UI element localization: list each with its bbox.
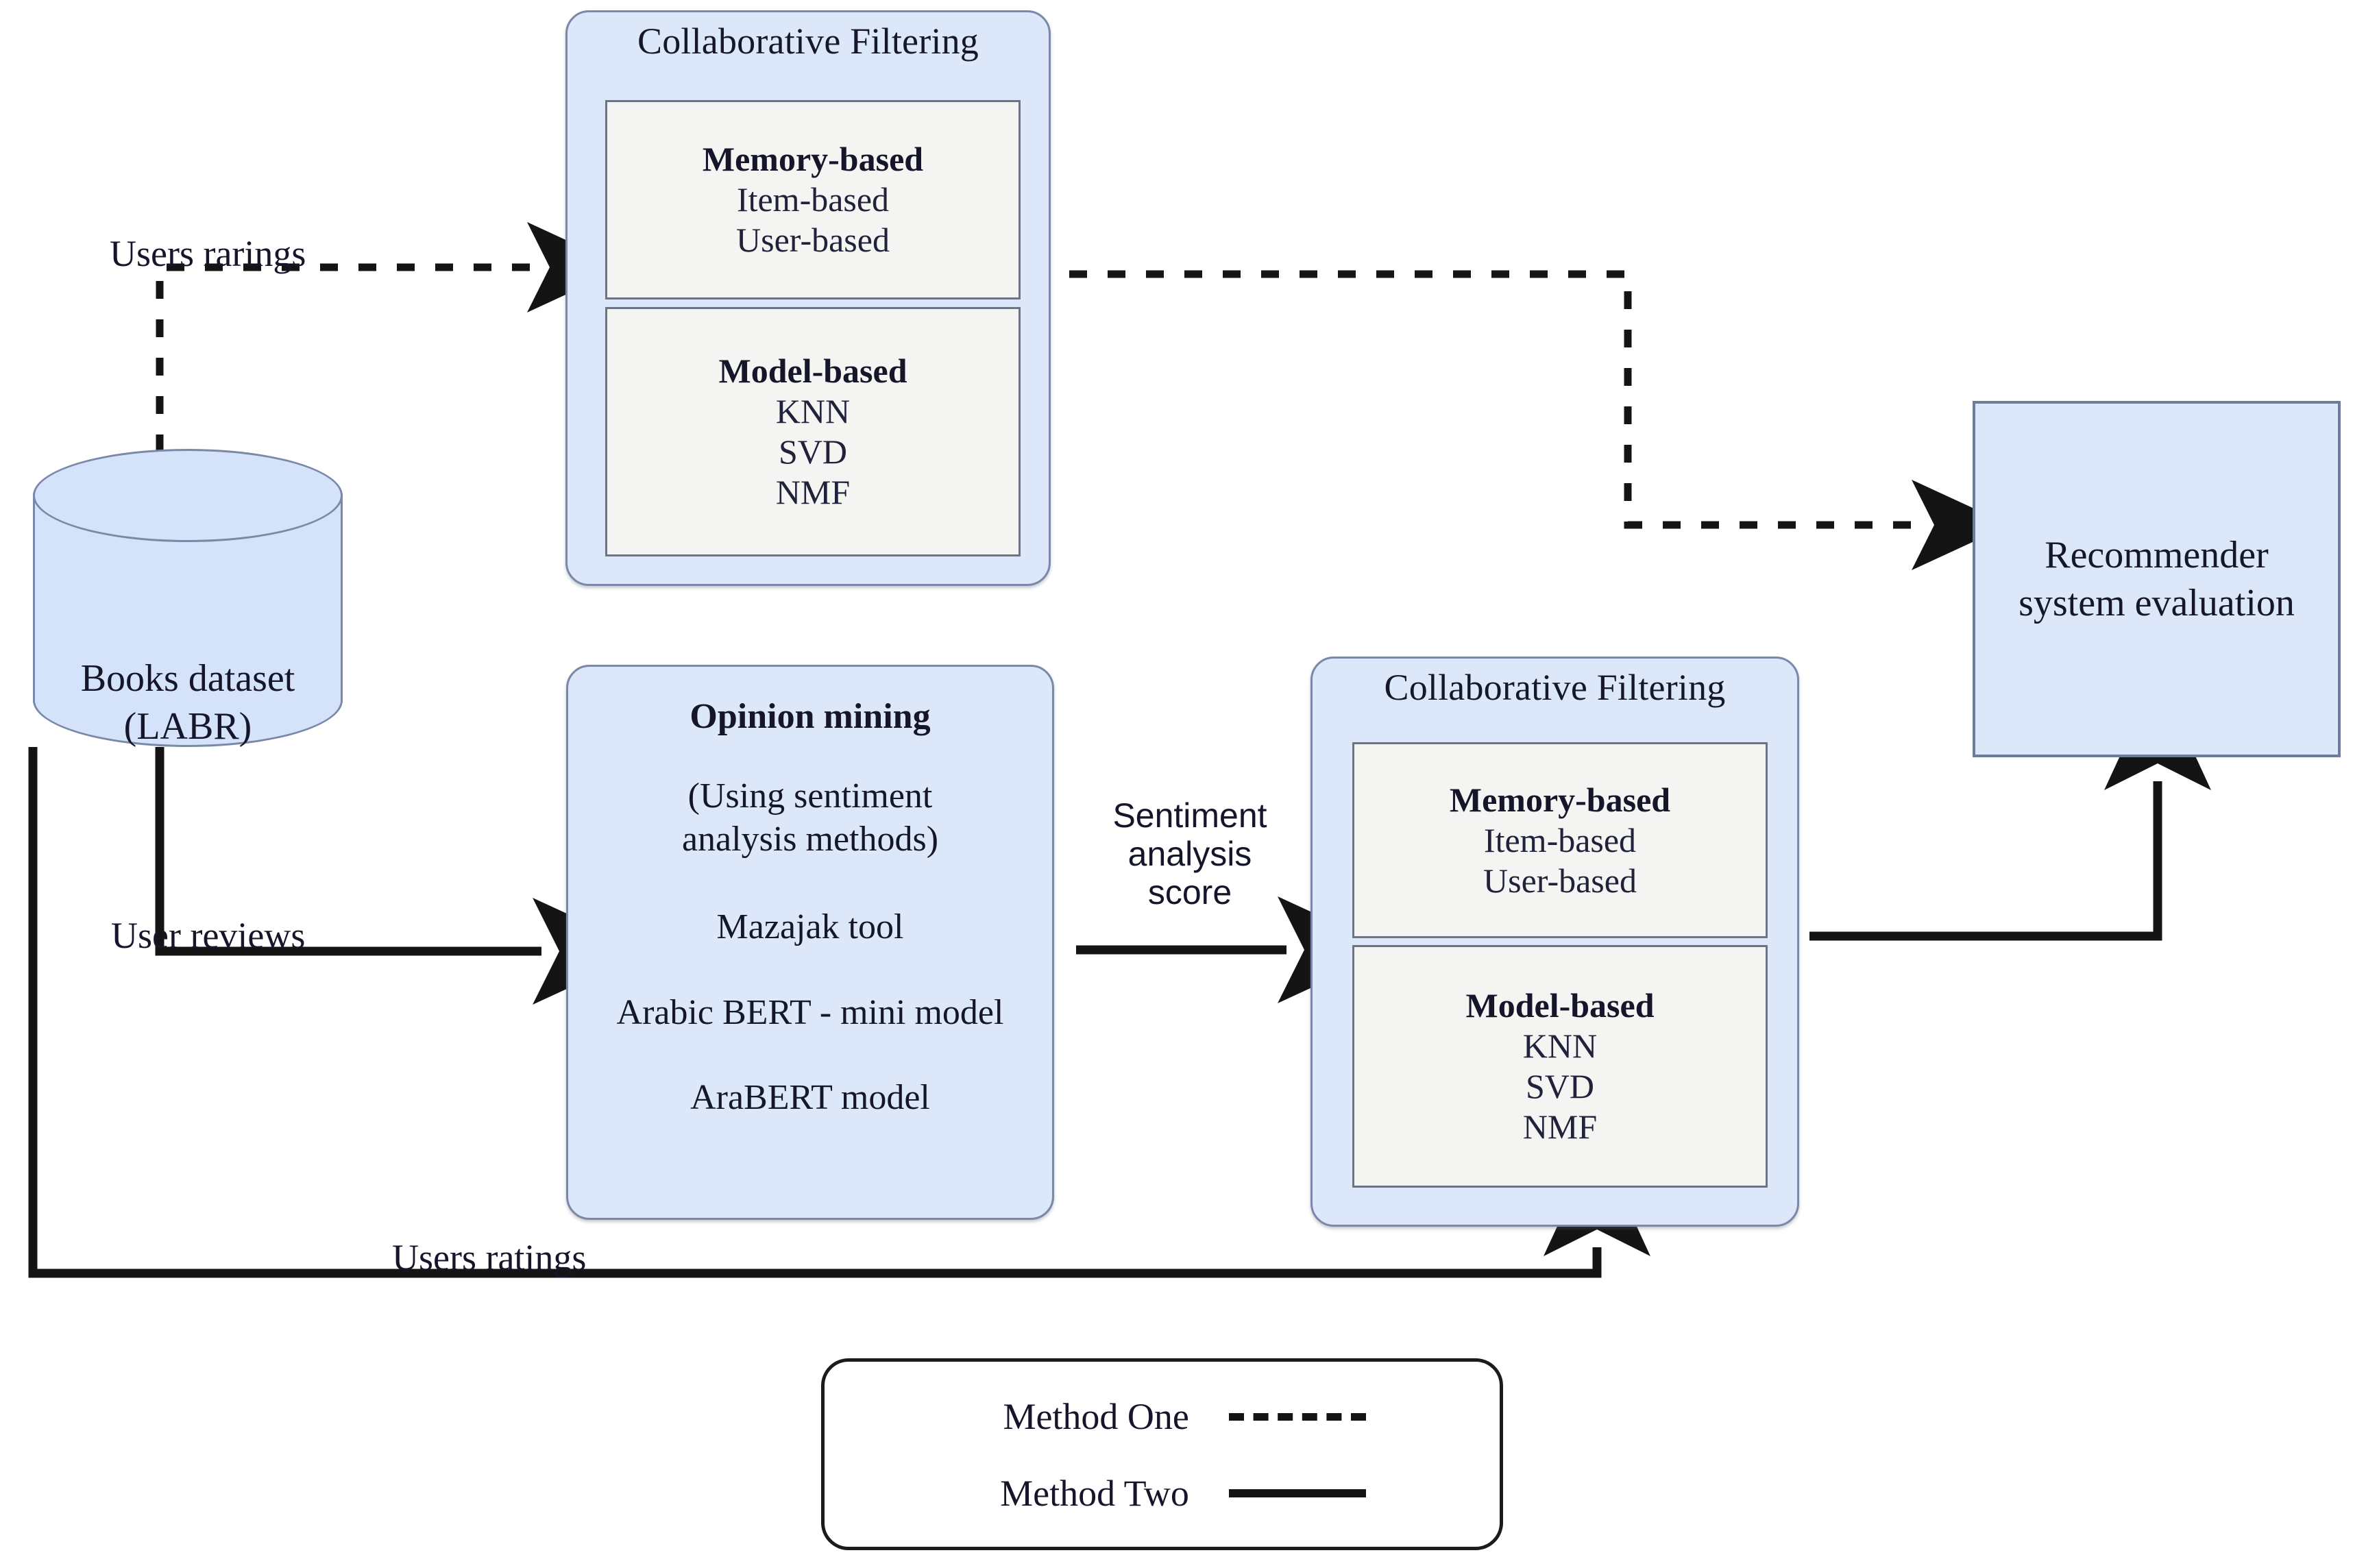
opinion-mining-subtitle-line2: analysis methods)	[681, 819, 939, 859]
cf-top-model-item-0: KNN	[775, 392, 851, 430]
dashed-line-icon	[1228, 1412, 1366, 1421]
cf-top-title: Collaborative Filtering	[637, 21, 979, 62]
edge-cf-bottom-to-evaluation	[1809, 674, 2211, 941]
cf-bottom-memory-based-box[interactable]: Memory-based Item-based User-based	[1352, 742, 1768, 938]
cf-top-memory-based-box[interactable]: Memory-based Item-based User-based	[605, 100, 1021, 299]
legend-row-method-one: Method One	[825, 1389, 1500, 1444]
edge-users-ratings-to-cf-bottom	[28, 747, 1650, 1278]
edge-label-users-ratings-bottom: Users ratings	[392, 1237, 587, 1278]
edge-user-reviews-to-opinion-mining	[155, 747, 648, 1005]
cf-bottom-memory-heading: Memory-based	[1449, 780, 1671, 819]
legend-box[interactable]: Method One Method Two	[821, 1358, 1503, 1550]
cf-bottom-model-item-2: NMF	[1522, 1107, 1598, 1146]
opinion-mining-method-0: Mazajak tool	[716, 907, 904, 947]
legend-label-method-one: Method One	[1003, 1396, 1189, 1437]
cf-bottom-panel[interactable]: Collaborative Filtering Memory-based Ite…	[1310, 657, 1799, 1227]
sentiment-score-line1: Sentiment	[1112, 796, 1267, 835]
opinion-mining-method-2: AraBERT model	[690, 1077, 930, 1117]
legend-swatch-method-one	[1189, 1412, 1500, 1421]
legend-row-method-two: Method Two	[825, 1466, 1500, 1521]
cf-top-memory-heading: Memory-based	[702, 140, 924, 178]
opinion-mining-content: Opinion mining (Using sentiment analysis…	[568, 696, 1052, 1119]
evaluation-line2: system evaluation	[2019, 582, 2295, 624]
books-dataset-label-line2: (LABR)	[123, 705, 252, 748]
opinion-mining-panel[interactable]: Opinion mining (Using sentiment analysis…	[566, 665, 1054, 1220]
sentiment-score-line2: analysis	[1127, 835, 1252, 873]
edge-label-sentiment-analysis-score: Sentiment analysis score	[1087, 796, 1293, 911]
cf-bottom-memory-item-1: User-based	[1483, 861, 1637, 900]
opinion-mining-method-1: Arabic BERT - mini model	[616, 992, 1004, 1032]
opinion-mining-subtitle-line1: (Using sentiment	[687, 776, 933, 816]
cf-top-model-based-box[interactable]: Model-based KNN SVD NMF	[605, 307, 1021, 556]
solid-line-icon	[1228, 1489, 1366, 1497]
edge-cf-top-to-evaluation	[1069, 270, 2010, 570]
cf-top-memory-item-0: Item-based	[736, 180, 890, 219]
cf-bottom-model-item-0: KNN	[1522, 1027, 1598, 1065]
cf-bottom-model-based-box[interactable]: Model-based KNN SVD NMF	[1352, 945, 1768, 1188]
cf-top-panel[interactable]: Collaborative Filtering Memory-based Ite…	[565, 10, 1051, 586]
books-dataset-cylinder[interactable]: Books dataset (LABR)	[33, 449, 343, 750]
legend-label-method-two: Method Two	[1000, 1473, 1189, 1514]
cf-bottom-title: Collaborative Filtering	[1384, 667, 1726, 708]
books-dataset-label: Books dataset (LABR)	[33, 654, 343, 750]
cf-top-memory-item-1: User-based	[736, 221, 890, 259]
sentiment-score-line3: score	[1147, 873, 1232, 911]
cf-bottom-memory-item-0: Item-based	[1483, 820, 1637, 859]
opinion-mining-heading: Opinion mining	[690, 697, 931, 736]
cf-top-model-item-1: SVD	[778, 432, 848, 471]
cylinder-top-ellipse	[33, 449, 343, 542]
evaluation-line1: Recommender	[2045, 534, 2269, 576]
cf-top-model-heading: Model-based	[718, 352, 907, 390]
edge-users-ratings-to-cf-top	[156, 222, 625, 452]
recommender-system-evaluation-box[interactable]: Recommender system evaluation	[1973, 401, 2341, 757]
cf-top-model-item-2: NMF	[775, 473, 851, 511]
edge-label-users-ratings-top: Users rarings	[110, 233, 306, 274]
cf-bottom-model-item-1: SVD	[1525, 1067, 1595, 1105]
cf-bottom-model-heading: Model-based	[1465, 986, 1655, 1025]
edge-label-user-reviews: User reviews	[111, 915, 306, 956]
books-dataset-label-line1: Books dataset	[80, 657, 295, 700]
recommender-system-evaluation-label: Recommender system evaluation	[2019, 531, 2295, 627]
legend-swatch-method-two	[1189, 1489, 1500, 1497]
